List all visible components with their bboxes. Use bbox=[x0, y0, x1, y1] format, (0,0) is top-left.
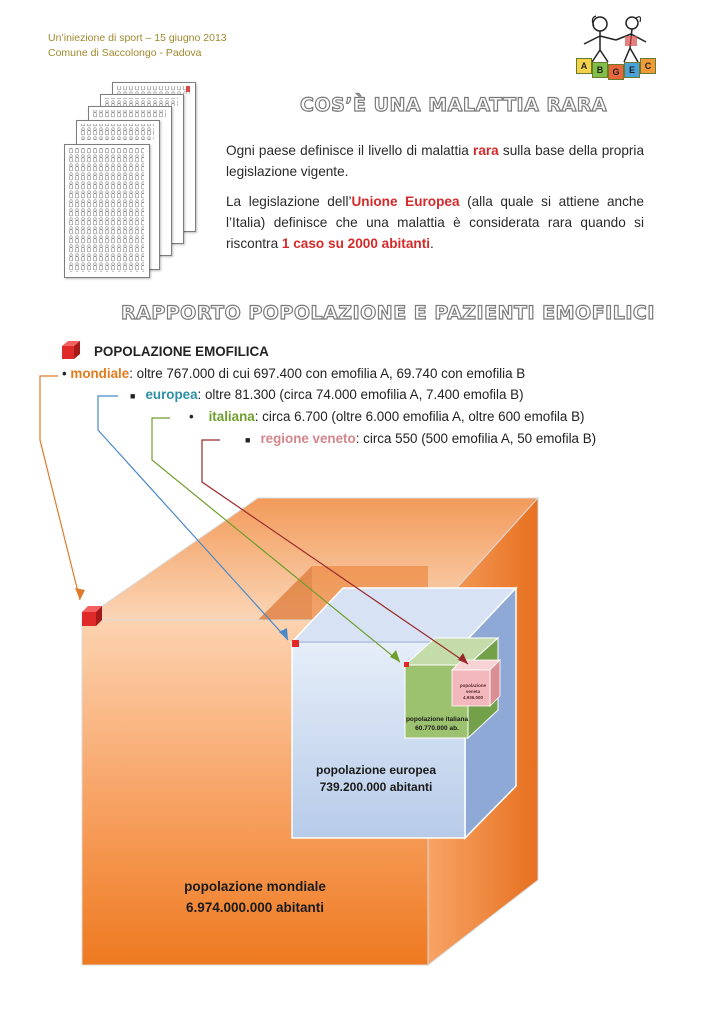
label-cube-veneto: popolazione veneta 4.936.000 bbox=[454, 683, 492, 701]
text: : circa 6.700 (oltre 6.000 emofilia A, o… bbox=[254, 409, 585, 424]
connector-italiana bbox=[151, 417, 401, 663]
label-cube-mondiale: popolazione mondiale 6.974.000.000 abita… bbox=[160, 876, 350, 918]
highlight-ratio: 1 caso su 2000 abitanti bbox=[281, 236, 430, 251]
label-cube-europea: popolazione europea 739.200.000 abitanti bbox=[296, 762, 456, 796]
bullet-square: ■ bbox=[130, 391, 146, 401]
connector-veneto bbox=[201, 439, 469, 665]
stacked-sheets-illustration bbox=[62, 82, 202, 282]
logo-letter-c: C bbox=[640, 58, 656, 74]
list-item-europea: ■ europea: oltre 81.300 (circa 74.000 em… bbox=[130, 387, 524, 402]
logo-letter-g: G bbox=[608, 64, 624, 80]
header-location-line: Comune di Saccolongo - Padova bbox=[48, 47, 202, 59]
red-marker-europea bbox=[292, 640, 299, 647]
paragraph-definition: Ogni paese definisce il livello di malat… bbox=[226, 140, 644, 182]
text: La legislazione dell’ bbox=[226, 194, 352, 209]
label-cube-italiana: popolazione italiana 60.770.000 ab. bbox=[400, 715, 474, 733]
text: : circa 550 (500 emofilia A, 50 emofila … bbox=[355, 431, 597, 446]
text: Ogni paese definisce il livello di malat… bbox=[226, 143, 474, 158]
children-playing-icon bbox=[583, 15, 647, 63]
logo-letter-a: A bbox=[576, 58, 592, 74]
label-veneto: regione veneto bbox=[260, 431, 356, 446]
people-grid-icon bbox=[68, 86, 190, 272]
connector-europea bbox=[97, 395, 289, 641]
red-cube-icon bbox=[62, 341, 80, 359]
paragraph-eu-legislation: La legislazione dell’Unione Europea (all… bbox=[226, 191, 644, 254]
list-item-mondiale: • mondiale: oltre 767.000 di cui 697.400… bbox=[62, 366, 525, 381]
list-item-veneto: ■ regione veneto: circa 550 (500 emofili… bbox=[245, 431, 596, 446]
section-title-rare-disease: COS’È UNA MALATTIA RARA bbox=[299, 93, 608, 116]
list-item-italiana: • italiana: circa 6.700 (oltre 6.000 emo… bbox=[189, 409, 584, 424]
text: : oltre 767.000 di cui 697.400 con emofi… bbox=[129, 366, 526, 381]
highlight-unione-europea: Unione Europea bbox=[351, 194, 460, 209]
bullet-dot: • bbox=[62, 366, 71, 381]
section-title-population-ratio: RAPPORTO POPOLAZIONE E PAZIENTI EMOFILIC… bbox=[120, 301, 655, 324]
text: (alla quale si attiene anche l’Italia) d… bbox=[226, 194, 644, 251]
cube-veneto-front bbox=[451, 669, 491, 707]
text: : oltre 81.300 (circa 74.000 emofilia A,… bbox=[197, 387, 524, 402]
text: 60.770.000 ab. bbox=[415, 725, 459, 732]
connector-mondiale bbox=[39, 375, 81, 601]
label-italiana: italiana bbox=[208, 409, 255, 424]
red-marker-italiana bbox=[404, 662, 409, 667]
label-mondiale: mondiale bbox=[70, 366, 130, 381]
highlight-rara: rara bbox=[473, 143, 499, 158]
logo-letter-b: B bbox=[592, 62, 608, 78]
text: veneta bbox=[465, 689, 481, 694]
bullet-square: ■ bbox=[245, 435, 261, 445]
label-europea: europea bbox=[145, 387, 198, 402]
red-marker-mondiale bbox=[82, 606, 102, 626]
text: 6.974.000.000 abitanti bbox=[185, 900, 325, 915]
text: 4.936.000 bbox=[462, 695, 484, 700]
logo-letter-e: E bbox=[624, 62, 640, 78]
header-event-line: Un’iniezione di sport – 15 giugno 2013 bbox=[48, 32, 227, 44]
abgec-logo: A B G E C bbox=[570, 14, 660, 80]
text: popolazione bbox=[459, 683, 487, 688]
bullet-dot: • bbox=[189, 409, 209, 424]
text: popolazione mondiale bbox=[184, 879, 326, 894]
text: . bbox=[430, 236, 434, 251]
text: popolazione europea bbox=[315, 763, 436, 777]
text: popolazione italiana bbox=[405, 716, 469, 723]
text: 739.200.000 abitanti bbox=[319, 780, 433, 794]
text: sulla base della propria legislazione vi… bbox=[226, 143, 645, 179]
list-heading: POPOLAZIONE EMOFILICA bbox=[94, 344, 269, 359]
